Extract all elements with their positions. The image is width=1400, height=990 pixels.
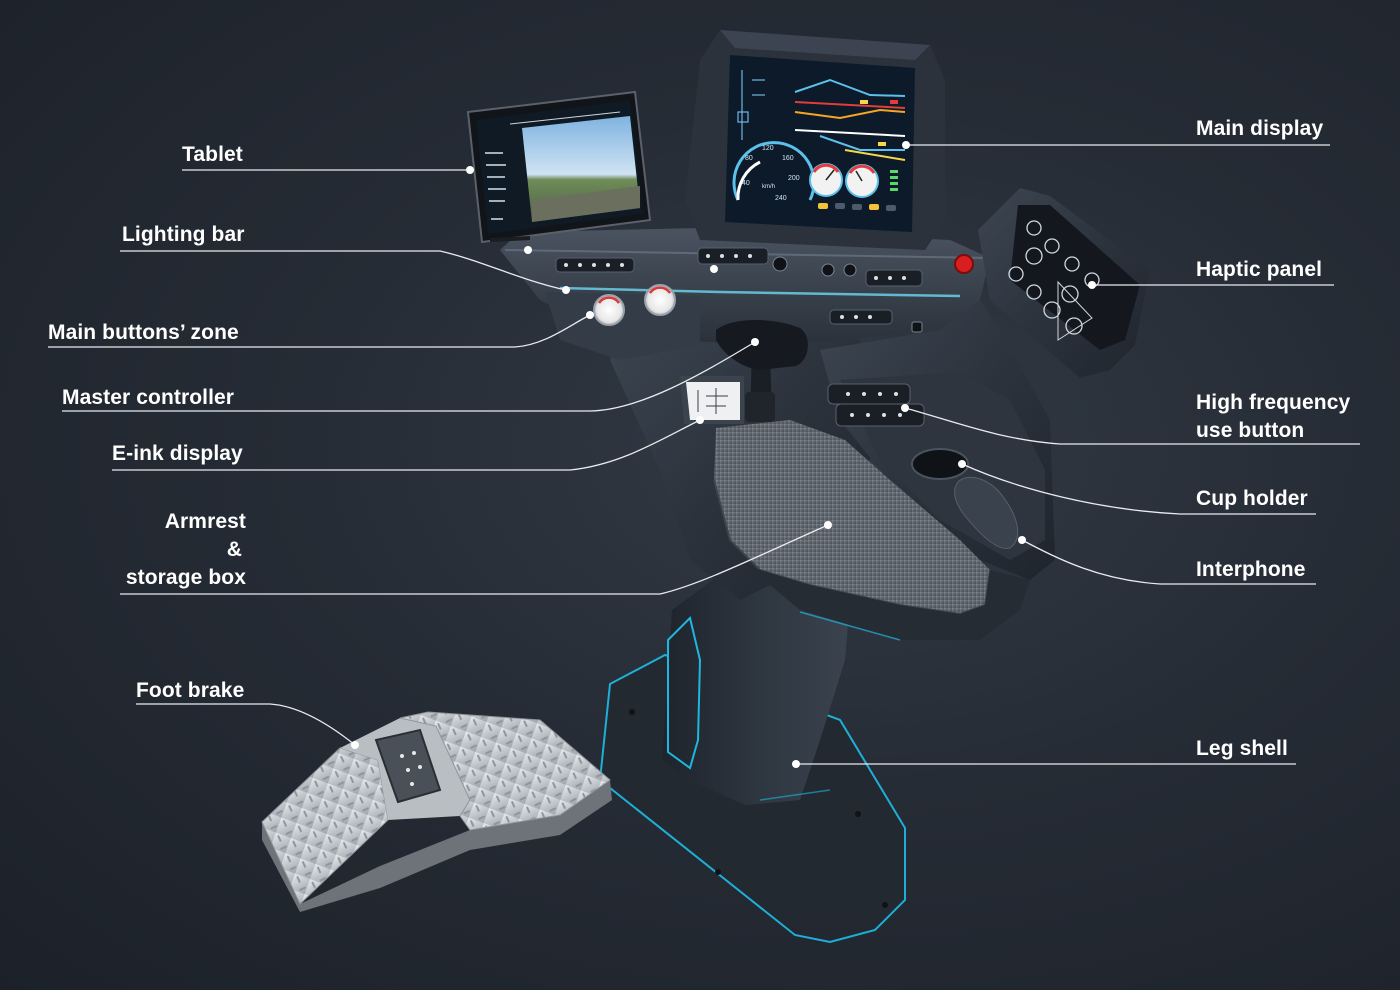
desk-button-strips (555, 247, 925, 427)
label-master-controller: Master controller (62, 386, 235, 409)
speed-tick: 200 (788, 175, 800, 182)
cup-holder (911, 448, 969, 480)
label-cup-holder: Cup holder (1196, 487, 1308, 510)
label-eink-display: E-ink display (112, 442, 243, 465)
foot-brake (261, 711, 612, 912)
main-display-screen: 40 80 120 160 200 240 km/h (725, 55, 915, 232)
leg-shell (662, 560, 850, 805)
speed-tick: 80 (745, 155, 753, 162)
label-leg-shell: Leg shell (1196, 737, 1288, 760)
label-main-display: Main display (1196, 117, 1324, 140)
level-bars (890, 170, 898, 191)
screen-pressure-gauges (809, 163, 879, 198)
speed-tick: 120 (762, 145, 774, 152)
label-lighting-bar: Lighting bar (122, 223, 245, 246)
speed-tick: 40 (742, 180, 750, 187)
label-foot-brake: Foot brake (136, 679, 245, 702)
track-diagram (794, 78, 906, 161)
label-high-frequency-line: High frequency (1196, 391, 1351, 414)
label-high-frequency-use-button: High frequency use button (1196, 389, 1386, 445)
foot-brake-pedal (374, 728, 442, 804)
leader-lines (48, 144, 1360, 765)
label-tablet: Tablet (182, 143, 243, 166)
label-high-frequency-line: use button (1196, 419, 1305, 442)
main-buttons-gauges (593, 284, 676, 326)
label-haptic-panel: Haptic panel (1196, 258, 1323, 281)
tablet (466, 90, 652, 244)
speed-tick: 240 (775, 195, 787, 202)
label-armrest-storage-box: Armrest & storage box (100, 508, 246, 592)
label-armrest-line: storage box (125, 566, 246, 589)
label-armrest-line: & (226, 538, 242, 561)
speed-tick: 160 (782, 155, 794, 162)
label-main-buttons-zone: Main buttons’ zone (48, 321, 239, 344)
master-controller (716, 319, 808, 422)
eink-display (680, 376, 744, 424)
lighting-bar (559, 286, 961, 298)
haptic-panel (954, 188, 1150, 378)
speed-unit: km/h (762, 184, 775, 190)
rotary-knobs (772, 256, 923, 333)
leader-dots (351, 141, 1096, 768)
label-interphone: Interphone (1196, 558, 1306, 581)
emergency-stop-button (954, 254, 974, 274)
armrest (713, 420, 1030, 641)
status-icons-row (818, 203, 896, 211)
label-armrest-line: Armrest (164, 510, 246, 533)
interphone (954, 476, 1019, 549)
